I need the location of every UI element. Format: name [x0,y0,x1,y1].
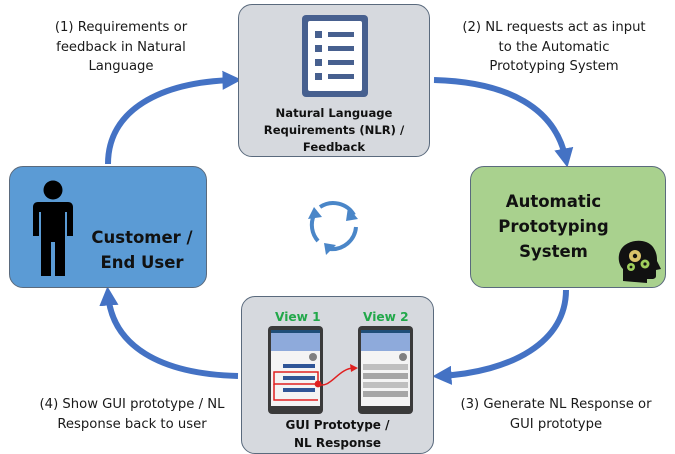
phone-view2 [358,326,413,414]
nlr-node: Natural Language Requirements (NLR) / Fe… [238,4,430,157]
arrow-automatic-to-gui [432,289,569,385]
arrow-customer-to-nlr [105,70,242,165]
step4-caption: (4) Show GUI prototype / NL Response bac… [39,397,225,432]
step3-caption: (3) Generate NL Response or GUI prototyp… [460,397,652,432]
customer-label: Customer / End User [91,228,193,272]
refresh-cycle-icon [308,201,358,255]
automatic-prototyping-node: Automatic Prototyping System [470,166,666,288]
checklist-document-icon [302,15,368,97]
phone-view1 [268,326,323,414]
head-with-gears-icon [618,240,661,283]
view2-label: View 2 [363,310,409,324]
automatic-label: Automatic Prototyping System [498,192,609,261]
step1-caption: (1) Requirements or feedback in Natural … [54,20,188,74]
nlr-label: Natural Language Requirements (NLR) / Fe… [263,106,405,154]
gui-label: GUI Prototype / NL Response [285,418,390,450]
customer-node: Customer / End User [9,166,207,288]
view1-label: View 1 [275,310,321,324]
view-transition-link [273,364,358,401]
person-silhouette-icon [33,180,73,276]
arrow-nlr-to-automatic [433,77,574,168]
arrow-gui-to-customer [99,286,239,379]
step2-caption: (2) NL requests act as input to the Auto… [462,20,646,74]
